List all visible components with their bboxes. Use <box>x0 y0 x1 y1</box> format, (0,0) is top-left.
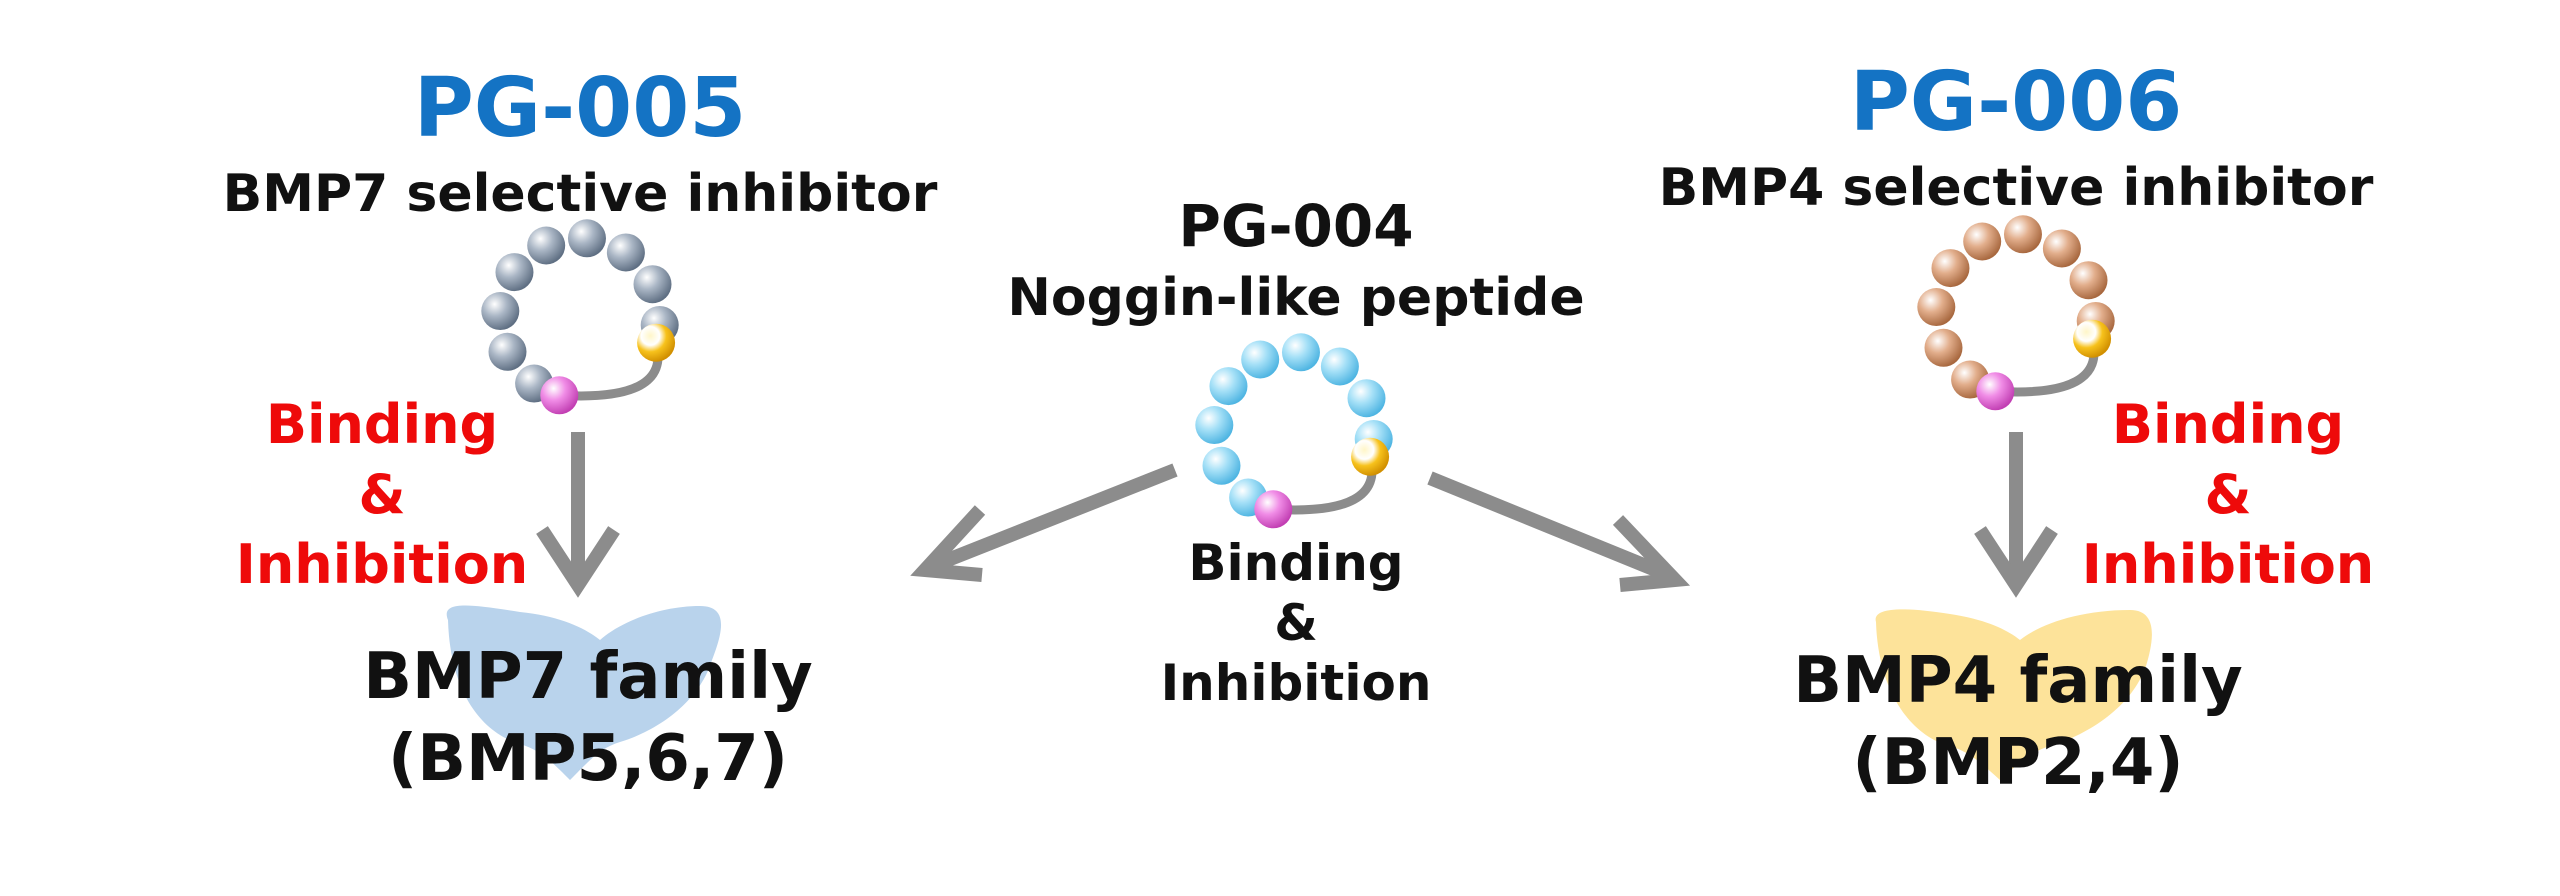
family-name: BMP7 family <box>363 640 813 714</box>
peptide-bead <box>2069 261 2108 300</box>
binding-label-center: Binding & Inhibition <box>1161 533 1432 713</box>
peptide-bead <box>1963 222 2002 261</box>
action-word: & <box>2204 463 2252 526</box>
bmp7-family-label: BMP7 family (BMP5,6,7) <box>363 636 813 800</box>
peptide-bead-gold <box>2073 319 2112 358</box>
peptide-bead-gold <box>637 323 676 362</box>
peptide-bead <box>488 332 527 371</box>
peptide-bead <box>1202 446 1241 485</box>
family-name: BMP4 family <box>1793 644 2243 718</box>
pg-006-description: BMP4 selective inhibitor <box>1658 158 2374 218</box>
peptide-bead <box>481 292 520 331</box>
peptide-bead <box>1347 379 1386 418</box>
peptide-bead-pink <box>1254 490 1293 529</box>
action-word: Binding <box>2111 393 2345 456</box>
binding-label-right: Binding & Inhibition <box>2082 390 2375 600</box>
peptide-bead <box>495 253 534 292</box>
action-word: Inhibition <box>2081 533 2375 596</box>
pg-005-description: BMP7 selective inhibitor <box>222 164 938 224</box>
peptide-bead <box>1320 347 1359 386</box>
family-members: (BMP5,6,7) <box>387 722 789 796</box>
peptide-bead <box>1931 249 1970 288</box>
peptide-bead <box>1281 333 1320 372</box>
peptide-bead <box>1917 288 1956 327</box>
protein-blob-icon <box>1875 609 2152 780</box>
pg-004-description: Noggin-like peptide <box>1007 268 1585 328</box>
peptide-ring-icon <box>1195 333 1393 529</box>
pg-006-title: PG-006 <box>1849 55 2183 150</box>
action-word: Inhibition <box>235 533 529 596</box>
peptide-bead-pink <box>540 376 579 415</box>
action-word: & <box>358 463 406 526</box>
peptide-bead-pink <box>1976 372 2015 411</box>
peptide-ring-icon <box>481 219 679 415</box>
action-word: & <box>1274 594 1318 652</box>
peptide-bead <box>567 219 606 258</box>
pg-005-title: PG-005 <box>413 61 747 156</box>
peptide-bead <box>2042 229 2081 268</box>
arrow-icon <box>910 463 1178 582</box>
action-word: Inhibition <box>1160 654 1432 712</box>
peptide-bead <box>633 265 672 304</box>
peptide-bead <box>1209 367 1248 406</box>
arrow-icon <box>1974 432 2058 598</box>
bmp4-family-label: BMP4 family (BMP2,4) <box>1793 640 2243 804</box>
arrow-icon <box>536 432 620 598</box>
peptide-bead <box>1241 340 1280 379</box>
arrow-icon <box>1427 471 1691 592</box>
peptide-bead <box>2003 215 2042 254</box>
pg-004-title: PG-004 <box>1178 192 1414 260</box>
protein-blob-icon <box>446 605 722 780</box>
peptide-bead-gold <box>1351 437 1390 476</box>
peptide-bead <box>527 226 566 265</box>
action-word: Binding <box>265 393 499 456</box>
peptide-bead <box>606 233 645 272</box>
family-members: (BMP2,4) <box>1852 726 2184 800</box>
peptide-bead <box>1924 328 1963 367</box>
binding-label-left: Binding & Inhibition <box>236 390 529 600</box>
peptide-ring-icon <box>1917 215 2115 411</box>
action-word: Binding <box>1188 534 1404 592</box>
peptide-bead <box>1195 406 1234 445</box>
